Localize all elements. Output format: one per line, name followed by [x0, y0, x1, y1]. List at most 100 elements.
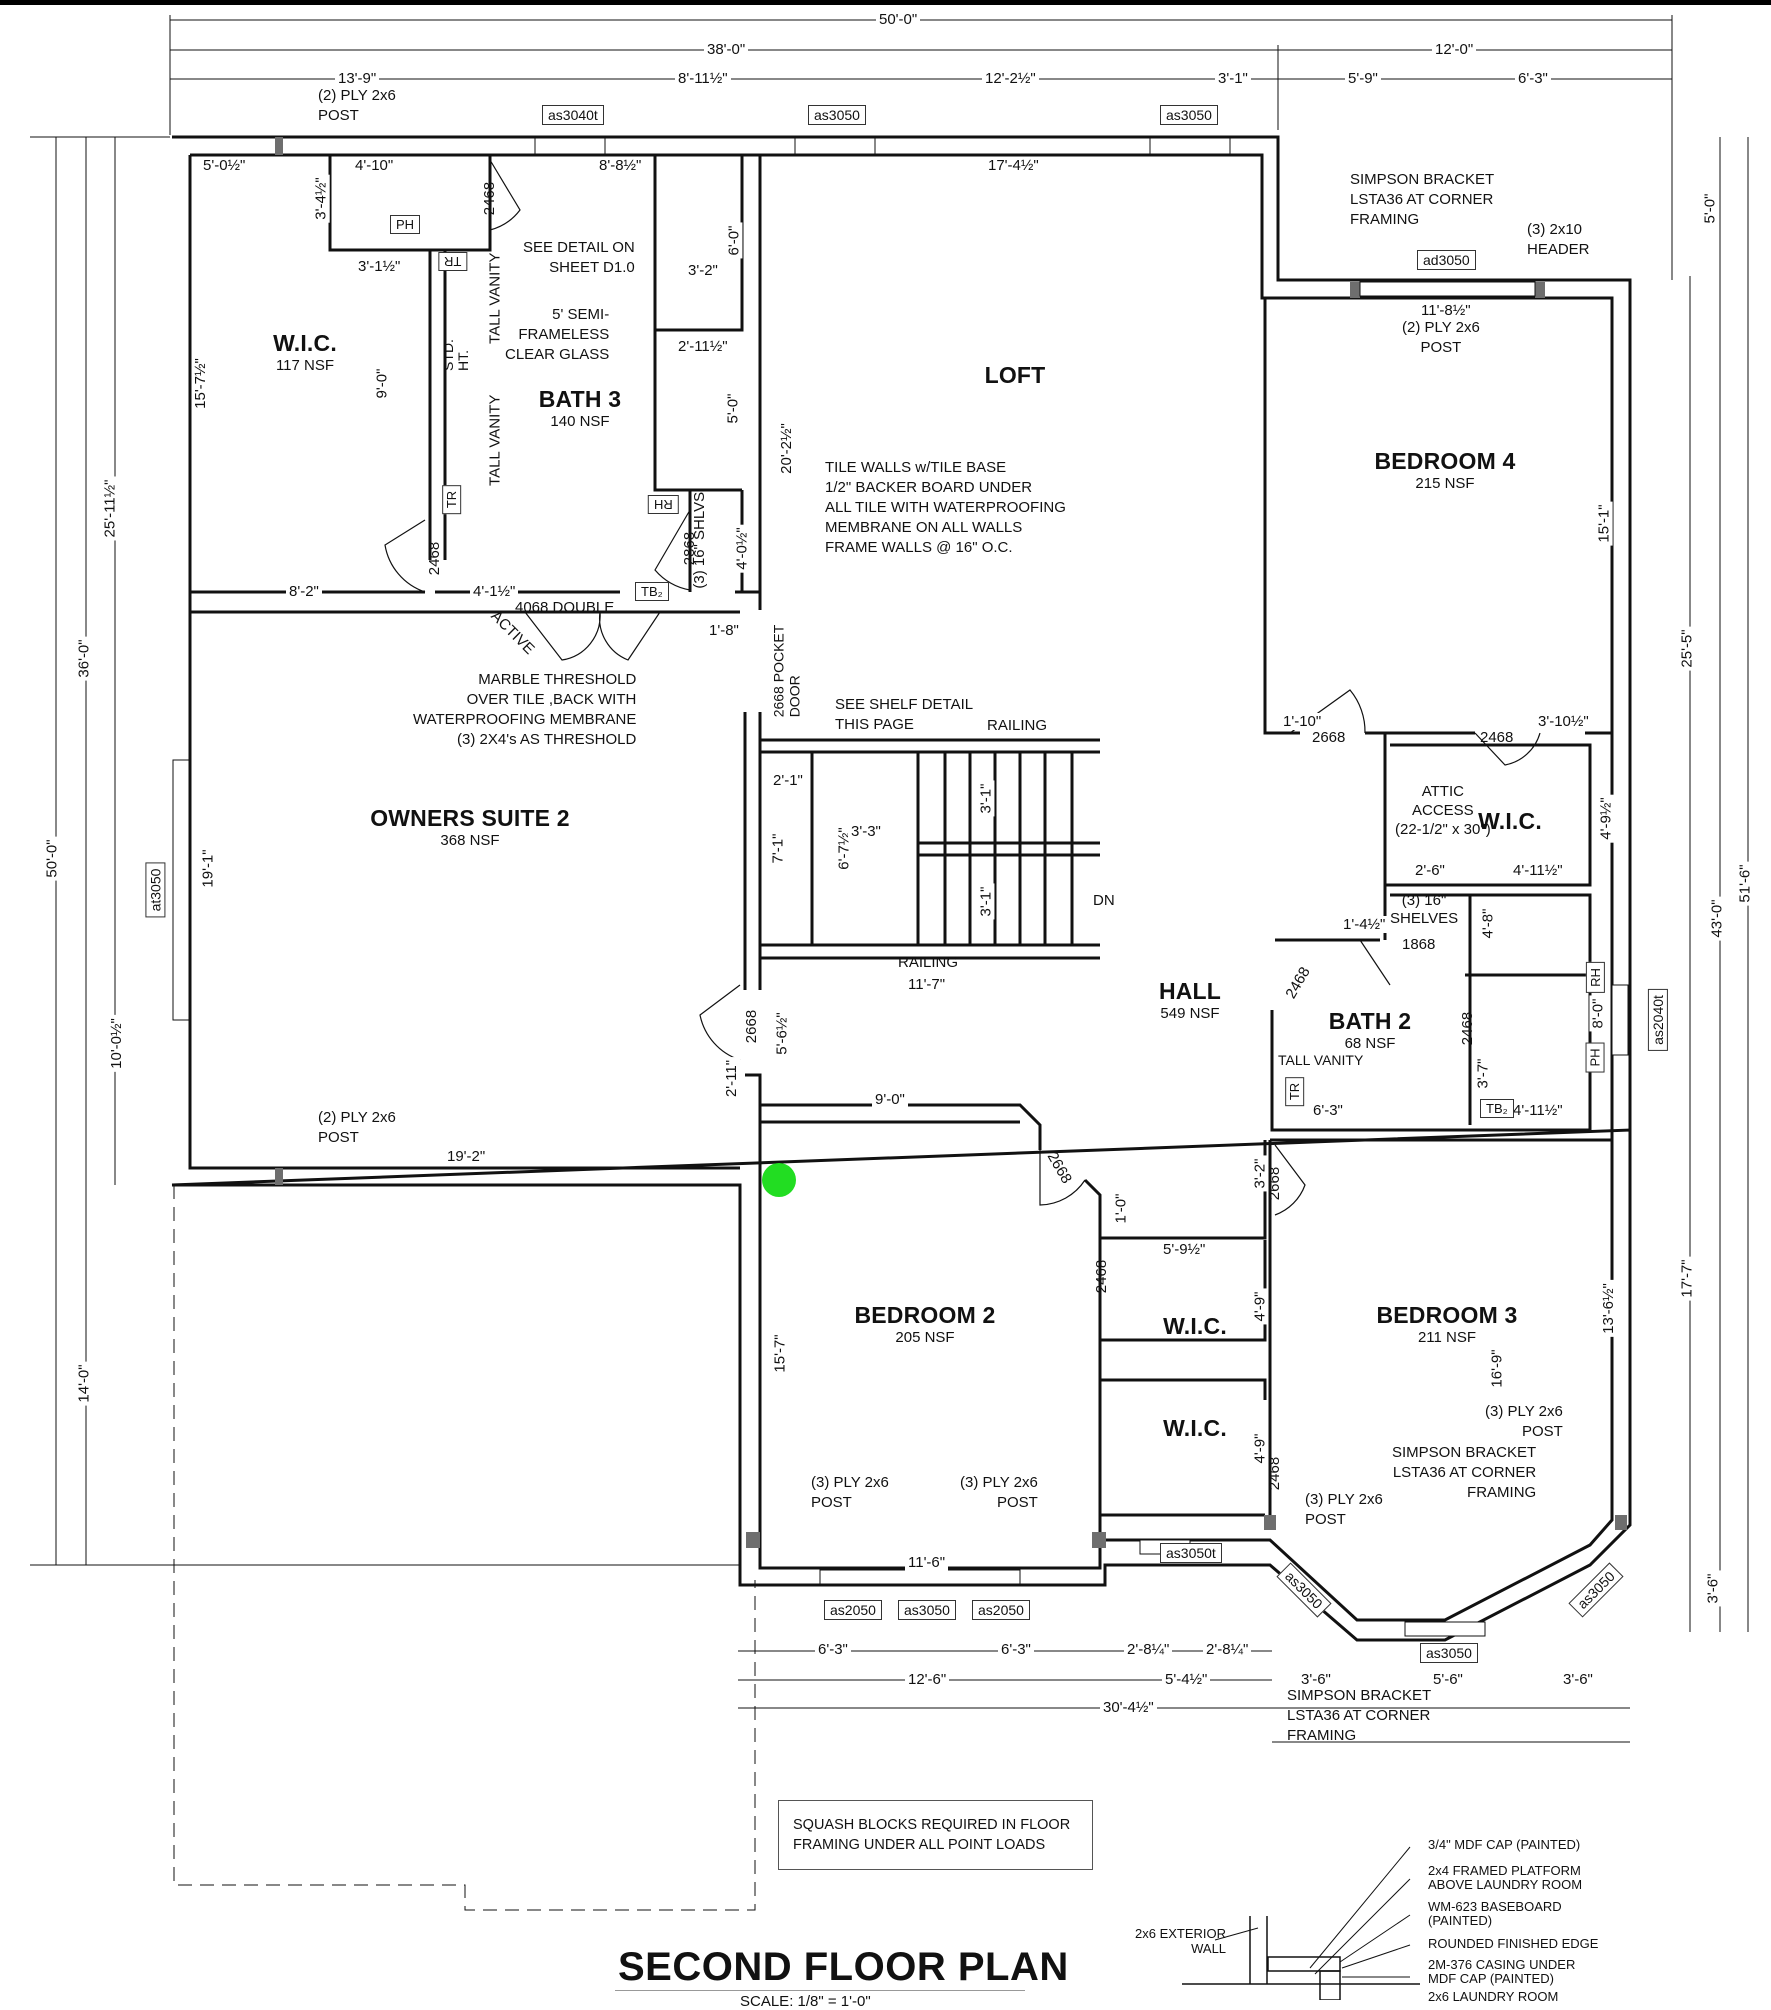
door-tag-pocket: 2668 POCKET DOOR: [770, 624, 803, 718]
room-name: BEDROOM 2: [854, 1302, 996, 1328]
window-tag-right-top: ad3050: [1417, 250, 1476, 270]
note-post-top: (2) PLY 2x6 POST: [318, 87, 396, 124]
dim-bot-r1c: 2'-8¼": [1124, 1641, 1173, 1658]
room-name: HALL: [1158, 978, 1222, 1004]
fixture-tb2-bath2: TB₂: [1480, 1099, 1514, 1118]
room-wic-bed4: W.I.C.: [1460, 808, 1560, 835]
fixture-tr-2: TR: [442, 484, 462, 515]
window-tag-top2: as3050: [808, 105, 866, 125]
note-post-bed2-l: (3) PLY 2x6 POST: [811, 1474, 889, 1511]
dim-bed3-side: 13'-6½": [1599, 1280, 1617, 1337]
dim-stair-len: 11'-7": [905, 976, 949, 993]
dim-bed4-w: 11'-8½": [1418, 302, 1474, 319]
shelf-callout-6: 2x6 LAUNDRY ROOM: [1428, 1989, 1559, 2004]
fixture-tall-vanity-1: TALL VANITY: [486, 252, 504, 344]
room-bedroom-4: BEDROOM 4 215 NSF: [1360, 448, 1530, 492]
selection-marker[interactable]: [762, 1163, 796, 1197]
fixture-tr-bath2: TR: [1285, 1076, 1305, 1107]
top-border: [0, 0, 1771, 5]
dim-right-d: 3'-6": [1704, 1570, 1722, 1607]
shelf-detail-drawing: [1182, 1846, 1420, 2000]
dim-bed3-h: 16'-9": [1488, 1346, 1506, 1391]
door-tag-wic2b: 2468: [1266, 1456, 1284, 1491]
window-tag-bed2-c: as2050: [972, 1600, 1030, 1620]
label-railing-bot: RAILING: [898, 954, 959, 971]
dim-bay-b: 5'-6": [1430, 1671, 1466, 1688]
dim-bot-r1d: 2'-8¼": [1203, 1641, 1252, 1658]
dim-right-f: 51'-6": [1736, 861, 1754, 906]
dim-shower-d: 5'-0": [724, 390, 742, 427]
shelf-detail-exterior-wall: 2x6 EXTERIOR WALL: [1135, 1926, 1227, 1956]
dim-bot-r1b: 6'-3": [998, 1641, 1034, 1658]
note-marble: MARBLE THRESHOLD OVER TILE ,BACK WITH WA…: [413, 671, 637, 748]
drawing-scale: SCALE: 1/8" = 1'-0": [740, 1993, 871, 2010]
fixture-tall-vanity-2: TALL VANITY: [486, 394, 504, 486]
room-name: LOFT: [984, 362, 1046, 388]
room-loft: LOFT: [960, 362, 1070, 389]
dim-bot-r1a: 6'-3": [815, 1641, 851, 1658]
dim-run1: 3'-1": [977, 780, 995, 817]
dim-left-b: 10'-0½": [107, 1015, 125, 1072]
dim-top-seg3: 12'-2½": [982, 70, 1039, 87]
dim-bed2-top: 9'-0": [872, 1091, 908, 1108]
fixture-shlvs: (3) 16" SHLVS: [691, 491, 709, 589]
room-area: 140 NSF: [550, 413, 610, 430]
dim-right-c: 17'-7": [1678, 1256, 1696, 1301]
window-tag-wic-bot: as3050t: [1160, 1543, 1222, 1563]
door-tag-bath2-b: 2468: [1459, 1011, 1477, 1046]
fixture-std-ht: STD. HT.: [439, 339, 471, 371]
room-name: BATH 3: [538, 386, 622, 412]
dim-tub-w: 3'-2": [685, 262, 721, 279]
dim-stair-h: 7'-1": [769, 830, 787, 867]
door-tag-wic4: 2468: [1480, 729, 1514, 746]
dim-top-overall: 50'-0": [876, 11, 921, 28]
shelf-callout-2: 2x4 FRAMED PLATFORM ABOVE LAUNDRY ROOM: [1428, 1863, 1583, 1892]
room-wic-owner: W.I.C. 117 NSF: [245, 330, 365, 374]
note-header: (3) 2x10 HEADER: [1527, 221, 1590, 258]
fixture-dn: DN: [1093, 892, 1115, 909]
dim-wic-w: 5'-0½": [200, 157, 249, 174]
room-bath-2: BATH 2 68 NSF: [1320, 1008, 1420, 1052]
dim-right-b: 25'-5": [1678, 626, 1696, 671]
title-underline: [615, 1990, 1025, 1991]
dim-top-seg5: 5'-9": [1345, 70, 1381, 87]
room-area: 368 NSF: [440, 832, 500, 849]
note-post-bed3-l: (3) PLY 2x6 POST: [1305, 1491, 1383, 1528]
door-tag-closet: 1868: [1402, 936, 1436, 953]
dim-pocket-off: 1'-8": [706, 622, 742, 639]
dim-top-seg1: 13'-9": [335, 70, 380, 87]
room-name: W.I.C.: [1478, 808, 1542, 834]
fixture-tb2: TB₂: [635, 582, 669, 601]
dim-wic-bot: 8'-2": [286, 583, 322, 600]
room-name: BEDROOM 3: [1376, 1302, 1518, 1328]
room-area: 117 NSF: [275, 357, 335, 374]
note-simpson-bottom: SIMPSON BRACKET LSTA36 AT CORNER FRAMING: [1287, 1687, 1432, 1744]
dim-wic4-b: 4'-11½": [1510, 862, 1566, 879]
room-wic-bed2a: W.I.C.: [1145, 1313, 1245, 1340]
note-see-detail: SEE DETAIL ON SHEET D1.0: [523, 239, 635, 276]
dim-bath3-bot: 4'-1½": [470, 583, 519, 600]
dim-left-lower: 14'-0": [75, 1361, 93, 1406]
room-area: 211 NSF: [1417, 1329, 1477, 1346]
dim-owner-w: 19'-2": [444, 1148, 489, 1165]
note-glass: 5' SEMI- FRAMELESS CLEAR GLASS: [505, 306, 610, 363]
room-bedroom-2: BEDROOM 2 205 NSF: [840, 1302, 1010, 1346]
dim-right-a: 5'-0": [1701, 190, 1719, 227]
note-post-bed4: (2) PLY 2x6 POST: [1402, 319, 1480, 356]
dim-bath3-w: 8'-8½": [596, 157, 645, 174]
dim-bay-c: 3'-6": [1560, 1671, 1596, 1688]
dim-stair-w: 3'-3": [848, 823, 884, 840]
dim-vanity-off: 3'-1½": [355, 258, 404, 275]
room-bath-3: BATH 3 140 NSF: [520, 386, 640, 430]
door-tag-wic2a: 2468: [1093, 1259, 1111, 1294]
dim-stair-shelf: 2'-1": [770, 772, 806, 789]
dim-right-e: 43'-0": [1708, 896, 1726, 941]
fixture-rh: RH: [648, 495, 679, 514]
dim-shelf-d: 4'-0½": [733, 524, 751, 573]
dim-wic2-h1: 4'-9": [1251, 1288, 1269, 1325]
fixture-ph: PH: [390, 215, 421, 234]
fixture-tall-vanity-bath2: TALL VANITY: [1278, 1052, 1364, 1068]
dim-top-main: 38'-0": [704, 41, 749, 58]
dim-top-seg6: 6'-3": [1515, 70, 1551, 87]
